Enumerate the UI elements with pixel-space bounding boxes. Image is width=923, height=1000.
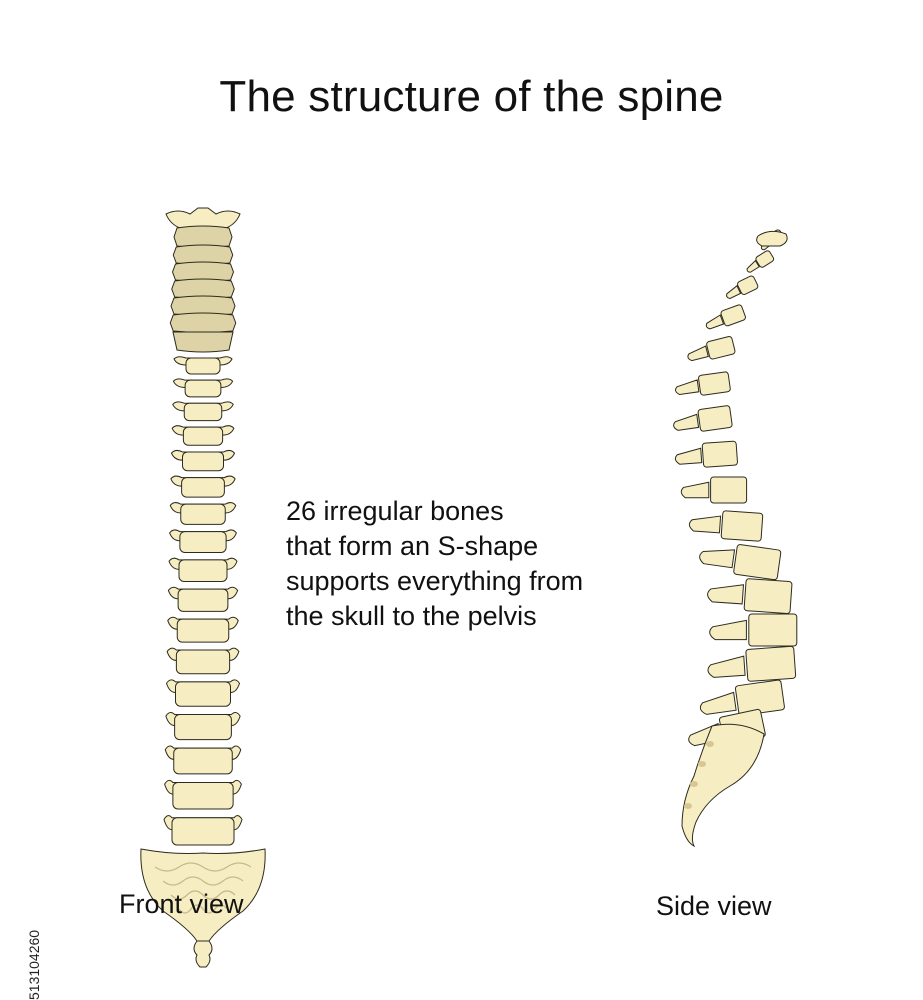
description-line: that form an S-shape — [286, 531, 539, 561]
spinous-process — [699, 549, 736, 569]
sacral-line — [154, 862, 252, 872]
vertebral-body — [184, 379, 222, 398]
side-vertebra — [673, 405, 733, 432]
atlas-vertebra — [165, 207, 241, 229]
description-line: supports everything from — [286, 566, 584, 596]
side-vertebra — [687, 336, 736, 362]
vertebral-body — [171, 817, 235, 846]
side-vertebra — [707, 578, 793, 614]
vertebral-body — [175, 681, 231, 707]
coccyx — [193, 940, 213, 968]
vertebral-body — [182, 451, 224, 472]
spinous-process — [675, 379, 700, 396]
spinous-process — [746, 259, 760, 273]
spinous-process — [673, 413, 700, 431]
sacral-foramen — [684, 803, 692, 809]
side-vertebra — [688, 510, 764, 542]
spinous-process — [705, 314, 725, 330]
stock-id-label: 513104260 — [26, 929, 42, 1000]
sacral-line — [178, 904, 228, 914]
front-spine-group — [140, 207, 266, 968]
spinous-process — [688, 515, 722, 534]
vertebral-body — [173, 747, 233, 775]
sacral-foramen — [706, 741, 714, 747]
vertebral-body — [743, 578, 793, 614]
vertebral-body — [706, 336, 736, 360]
spinous-process — [726, 285, 742, 300]
spinous-process — [674, 447, 703, 465]
spinous-process — [687, 345, 709, 362]
side-sacrum — [681, 723, 765, 848]
side-vertebra — [675, 371, 731, 396]
sacral-line — [162, 876, 244, 886]
side-vertebra — [746, 250, 775, 273]
vertebral-body — [720, 304, 746, 327]
vertebral-body — [710, 476, 748, 504]
vertebral-body — [176, 618, 230, 643]
cervical-vertebra — [172, 331, 234, 353]
vertebral-body — [733, 544, 782, 581]
side-vertebra — [680, 476, 748, 504]
description-line: 26 irregular bones — [286, 496, 504, 526]
side-view-caption: Side view — [656, 891, 772, 921]
side-vertebra — [699, 544, 782, 581]
vertebral-body — [172, 782, 234, 810]
vertebral-body — [183, 402, 223, 422]
sacral-line — [170, 890, 236, 900]
vertebral-body — [698, 371, 731, 396]
vertebral-body — [185, 357, 221, 375]
spinous-process — [709, 619, 747, 641]
sacral-foramen — [698, 761, 706, 767]
vertebral-body — [755, 250, 775, 268]
vertebral-body — [182, 426, 224, 446]
side-vertebra — [699, 679, 785, 716]
vertebral-body — [748, 613, 798, 647]
side-atlas — [756, 230, 788, 247]
side-spine-group — [673, 229, 798, 848]
vertebral-body — [180, 503, 226, 525]
vertebral-body — [697, 405, 733, 432]
spine-description: 26 irregular bones that form an S-shape … — [286, 494, 583, 634]
vertebral-body — [720, 510, 764, 542]
side-vertebra — [674, 440, 738, 468]
vertebral-body — [745, 645, 797, 682]
vertebral-body — [175, 649, 231, 675]
diagram-title: The structure of the spine — [219, 72, 724, 121]
vertebral-body — [177, 588, 229, 612]
vertebral-body — [734, 679, 785, 716]
spinous-process — [707, 655, 746, 678]
spinous-process — [680, 481, 710, 499]
vertebral-body — [179, 531, 227, 553]
description-line: the skull to the pelvis — [286, 601, 537, 631]
front-view-caption: Front view — [119, 889, 244, 919]
side-vertebra — [709, 613, 798, 647]
sacral-foramen — [690, 781, 698, 787]
spinous-process — [707, 584, 745, 605]
vertebral-body — [737, 275, 759, 295]
side-vertebra — [705, 304, 746, 330]
vertebral-body — [178, 559, 228, 583]
side-vertebra — [707, 645, 797, 682]
vertebral-body — [181, 477, 225, 498]
spinous-process — [699, 691, 737, 715]
vertebral-body — [174, 714, 232, 741]
vertebral-body — [701, 440, 738, 468]
side-vertebra — [726, 275, 759, 300]
